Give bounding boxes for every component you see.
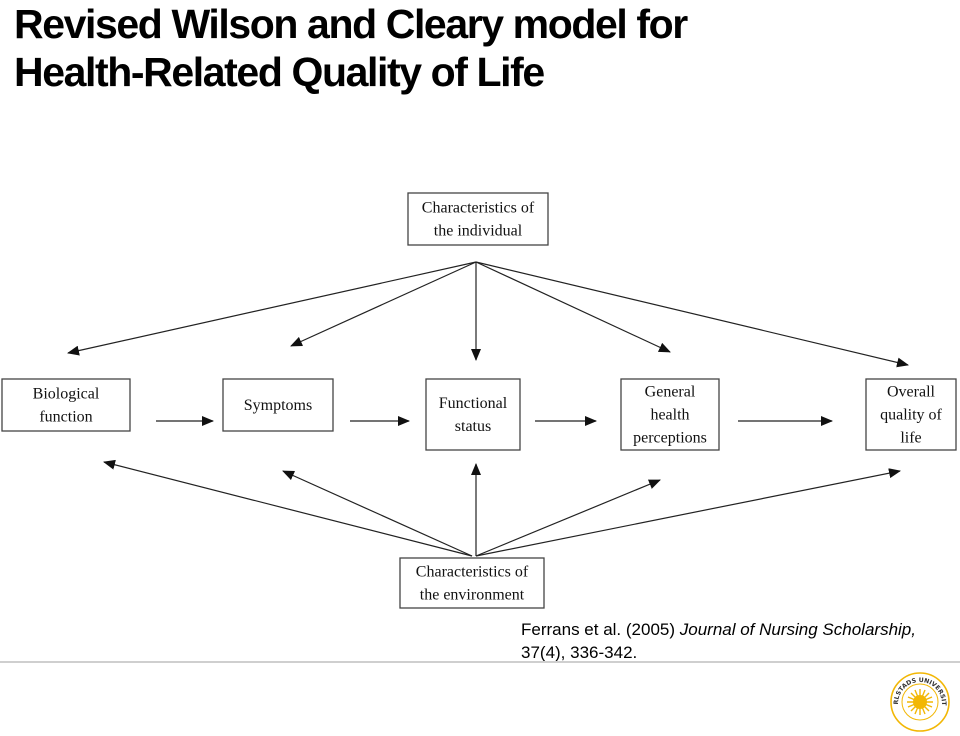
edges-layer bbox=[67, 261, 909, 557]
node-functional: Functional status bbox=[425, 378, 521, 451]
footer-divider bbox=[0, 661, 960, 663]
citation-journal: Journal of Nursing Scholarship, bbox=[679, 620, 916, 639]
title-line-1: Revised Wilson and Cleary model for bbox=[14, 1, 688, 47]
arrow-individual-to-overall bbox=[475, 261, 909, 368]
node-biological: Biological function bbox=[1, 378, 131, 432]
node-box-general bbox=[620, 378, 720, 451]
arrow-environment-to-symptoms bbox=[282, 470, 473, 557]
node-label-biological-2: function bbox=[39, 409, 92, 426]
university-seal-icon: KARLSTADS UNIVERSITET bbox=[888, 670, 950, 732]
arrow-environment-to-general bbox=[475, 479, 661, 557]
node-label-symptoms-1: Symptoms bbox=[244, 397, 312, 414]
node-box-functional bbox=[425, 378, 521, 451]
arrow-environment-to-biological bbox=[103, 459, 473, 557]
title-line-2: Health-Related Quality of Life bbox=[14, 49, 545, 95]
node-box-overall bbox=[865, 378, 957, 451]
citation: Ferrans et al. (2005) Journal of Nursing… bbox=[521, 618, 916, 664]
node-label-individual-2: the individual bbox=[434, 223, 523, 240]
arrow-individual-to-biological bbox=[67, 261, 477, 356]
node-label-functional-1: Functional bbox=[439, 395, 508, 412]
node-label-environment-1: Characteristics of bbox=[416, 564, 529, 581]
node-label-environment-2: the environment bbox=[420, 587, 525, 604]
node-environment: Characteristics of the environment bbox=[399, 557, 545, 609]
node-label-functional-2: status bbox=[455, 418, 491, 435]
arrow-environment-to-overall bbox=[475, 468, 901, 557]
node-label-general-1: General bbox=[645, 384, 696, 401]
slide-title: Revised Wilson and Cleary model for Heal… bbox=[14, 0, 688, 96]
node-label-general-2: health bbox=[650, 407, 689, 424]
arrow-individual-to-symptoms bbox=[290, 261, 477, 347]
node-box-biological bbox=[1, 378, 131, 432]
node-general: General health perceptions bbox=[620, 378, 720, 451]
node-label-biological-1: Biological bbox=[33, 386, 100, 403]
node-box-environment bbox=[399, 557, 545, 609]
node-label-overall-1: Overall bbox=[887, 384, 936, 401]
node-label-overall-3: life bbox=[900, 430, 921, 447]
node-individual: Characteristics of the individual bbox=[407, 192, 549, 246]
node-symptoms: Symptoms bbox=[222, 378, 334, 432]
node-overall: Overall quality of life bbox=[865, 378, 957, 451]
node-label-individual-1: Characteristics of bbox=[422, 200, 535, 217]
nodes-layer: Characteristics of the individualBiologic… bbox=[1, 192, 957, 609]
citation-volume: 37(4), 336-342. bbox=[521, 643, 638, 662]
node-box-symptoms bbox=[222, 378, 334, 432]
node-label-general-3: perceptions bbox=[633, 430, 707, 447]
citation-authors: Ferrans et al. (2005) bbox=[521, 620, 680, 639]
node-label-overall-2: quality of bbox=[880, 407, 942, 424]
hrqol-model-diagram: Characteristics of the individualBiologic… bbox=[1, 192, 957, 609]
node-box-individual bbox=[407, 192, 549, 246]
arrow-individual-to-general bbox=[475, 261, 671, 353]
